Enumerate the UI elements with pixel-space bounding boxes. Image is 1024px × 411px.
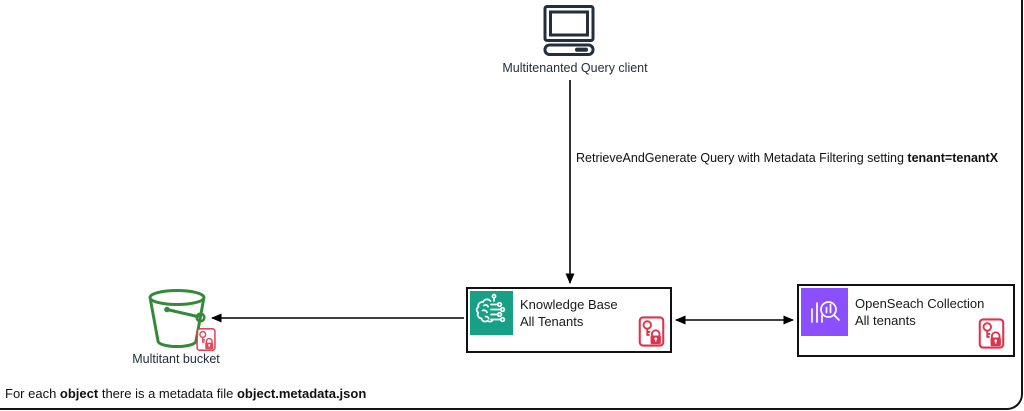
knowledge-base-node: Knowledge Base All Tenants: [466, 287, 672, 353]
knowledge-base-subtitle: All Tenants: [520, 314, 584, 329]
footnote-text-1: For each: [5, 386, 60, 401]
bucket-label: Multitant bucket: [132, 352, 220, 366]
footnote-bold-2: object.metadata.json: [236, 386, 367, 401]
footnote-text-2: there is a metadata file: [98, 386, 237, 401]
opensearch-title: OpenSeach Collection: [855, 296, 985, 311]
opensearch-subtitle: All tenants: [855, 313, 916, 328]
desktop-computer-icon: [543, 5, 595, 56]
query-annotation-text: RetrieveAndGenerate Query with Metadata …: [576, 151, 908, 165]
bucket-handle-pivot: [164, 306, 170, 313]
footnote: For each object there is a metadata file…: [5, 386, 366, 401]
keyboard-slot: [575, 47, 588, 52]
opensearch-collection-node: OpenSeach Collection All tenants: [797, 284, 1015, 357]
bedrock-knowledge-base-icon: [470, 291, 513, 335]
key-lock-icon: [978, 318, 1005, 349]
footnote-bold-1: object: [59, 386, 99, 401]
query-annotation-bold: tenant=tenantX: [907, 151, 999, 165]
key-lock-icon: [196, 328, 216, 351]
opensearch-collection-icon: [801, 288, 848, 336]
key-lock-icon: [638, 316, 665, 347]
client-label: Multitenanted Query client: [502, 61, 648, 75]
knowledge-base-title: Knowledge Base: [520, 297, 618, 312]
query-annotation: RetrieveAndGenerate Query with Metadata …: [576, 151, 998, 165]
